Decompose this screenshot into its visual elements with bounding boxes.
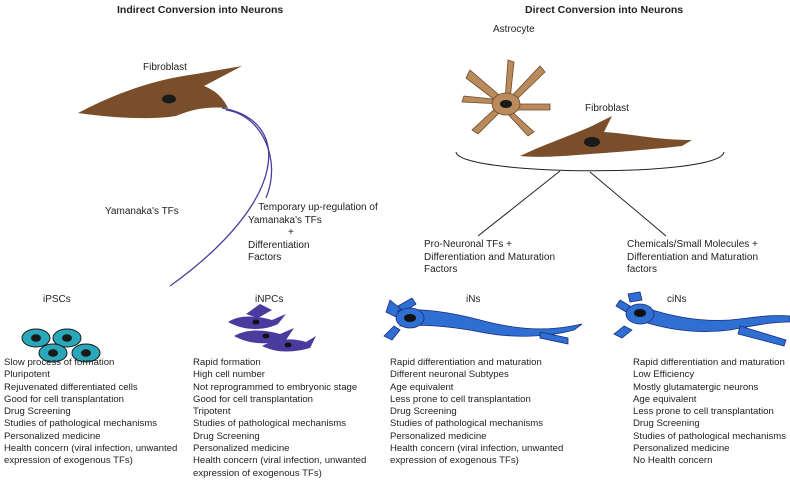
property-item: Good for cell transplantation: [193, 393, 313, 405]
ipsc-cells: [21, 328, 101, 363]
property-item: Personalized medicine: [4, 430, 101, 442]
property-item: Drug Screening: [390, 406, 457, 418]
property-item: Drug Screening: [633, 418, 700, 430]
property-item: Studies of pathological mechanisms: [4, 418, 158, 430]
property-item: Health concern (viral infection, unwante…: [4, 443, 178, 455]
astrocyte-label: Astrocyte: [493, 24, 535, 35]
indirect-header: Indirect Conversion into Neurons: [117, 4, 284, 16]
chemicals-line-3: factors: [627, 264, 658, 275]
pro-neuronal-label: Pro-Neuronal TFs + Differentiation and M…: [424, 239, 555, 277]
temporary-line-2: Yamanaka's TFs: [248, 214, 322, 226]
property-item: Studies of pathological mechanisms: [633, 430, 787, 442]
temporary-line-4: Differentiation: [248, 239, 310, 251]
temporary-curve: [225, 109, 273, 199]
ipsc-title: iPSCs: [43, 294, 71, 305]
property-item: expression of exogenous TFs): [390, 455, 519, 467]
property-item: Health concern (viral infection, unwante…: [390, 443, 564, 455]
yamanaka-label: Yamanaka's TFs: [105, 206, 179, 217]
property-item: Slow process of formation: [4, 357, 115, 368]
yamanaka-curve: [169, 107, 270, 287]
inpc-cells: [228, 304, 316, 352]
fibroblast-left-cell: [78, 66, 242, 119]
temporary-line-3: +: [288, 227, 294, 238]
chemicals-line-1: Chemicals/Small Molecules +: [627, 239, 758, 250]
direct-bowl: [455, 151, 725, 172]
property-item: expression of exogenous TFs): [4, 455, 133, 467]
property-item: Mostly glutamatergic neurons: [633, 381, 759, 393]
ins-title: iNs: [466, 294, 481, 305]
property-item: Age equivalent: [633, 393, 697, 405]
fibroblast-left-label: Fibroblast: [143, 62, 187, 73]
property-item: Pluripotent: [4, 369, 50, 381]
property-item: Different neuronal Subtypes: [390, 369, 509, 381]
property-item: Less prone to cell transplantation: [633, 406, 774, 418]
fibroblast-right-cell: [520, 116, 692, 157]
property-item: Tripotent: [193, 406, 231, 418]
property-item: Rejuvenated differentiated cells: [4, 381, 138, 393]
property-item: High cell number: [193, 369, 265, 381]
property-item: Age equivalent: [390, 381, 454, 393]
pro-neuronal-line-3: Factors: [424, 264, 458, 275]
property-item: Studies of pathological mechanisms: [193, 418, 347, 430]
property-item: Personalized medicine: [390, 430, 487, 442]
cins-title: ciNs: [667, 294, 687, 305]
temporary-line-1: Temporary up-regulation of: [258, 202, 378, 213]
property-item: Personalized medicine: [633, 443, 730, 455]
pro-neuronal-line-1: Pro-Neuronal TFs +: [424, 239, 512, 250]
property-item: Health concern (viral infection, unwante…: [193, 455, 367, 467]
direct-header: Direct Conversion into Neurons: [525, 4, 684, 16]
property-item: Personalized medicine: [193, 443, 290, 455]
property-item: Not reprogrammed to embryonic stage: [193, 381, 358, 393]
property-item: Drug Screening: [4, 406, 71, 418]
property-item: Rapid formation: [193, 357, 261, 368]
property-item: Drug Screening: [193, 430, 260, 442]
ins-neuron: [383, 297, 583, 345]
property-item: Less prone to cell transplantation: [390, 393, 531, 405]
astrocyte-cell: [461, 59, 551, 137]
property-item: Low Efficiency: [633, 369, 695, 381]
temporary-line-5: Factors: [248, 252, 282, 263]
pro-neuronal-line-2: Differentiation and Maturation: [424, 251, 556, 263]
property-item: Studies of pathological mechanisms: [390, 418, 544, 430]
chemicals-label: Chemicals/Small Molecules + Differentiat…: [627, 239, 758, 277]
temporary-label: Temporary up-regulation of Yamanaka's TF…: [248, 202, 388, 265]
property-item: No Health concern: [633, 455, 713, 467]
property-item: Rapid differentiation and maturation: [633, 357, 785, 368]
property-item: expression of exogenous TFs): [193, 467, 322, 479]
inpc-title: iNPCs: [255, 294, 284, 305]
chemicals-line-2: Differentiation and Maturation: [627, 251, 759, 263]
cins-neuron: [613, 291, 790, 347]
property-item: Rapid differentiation and maturation: [390, 357, 542, 368]
property-item: Good for cell transplantation: [4, 393, 124, 405]
fibroblast-right-label: Fibroblast: [585, 103, 629, 114]
